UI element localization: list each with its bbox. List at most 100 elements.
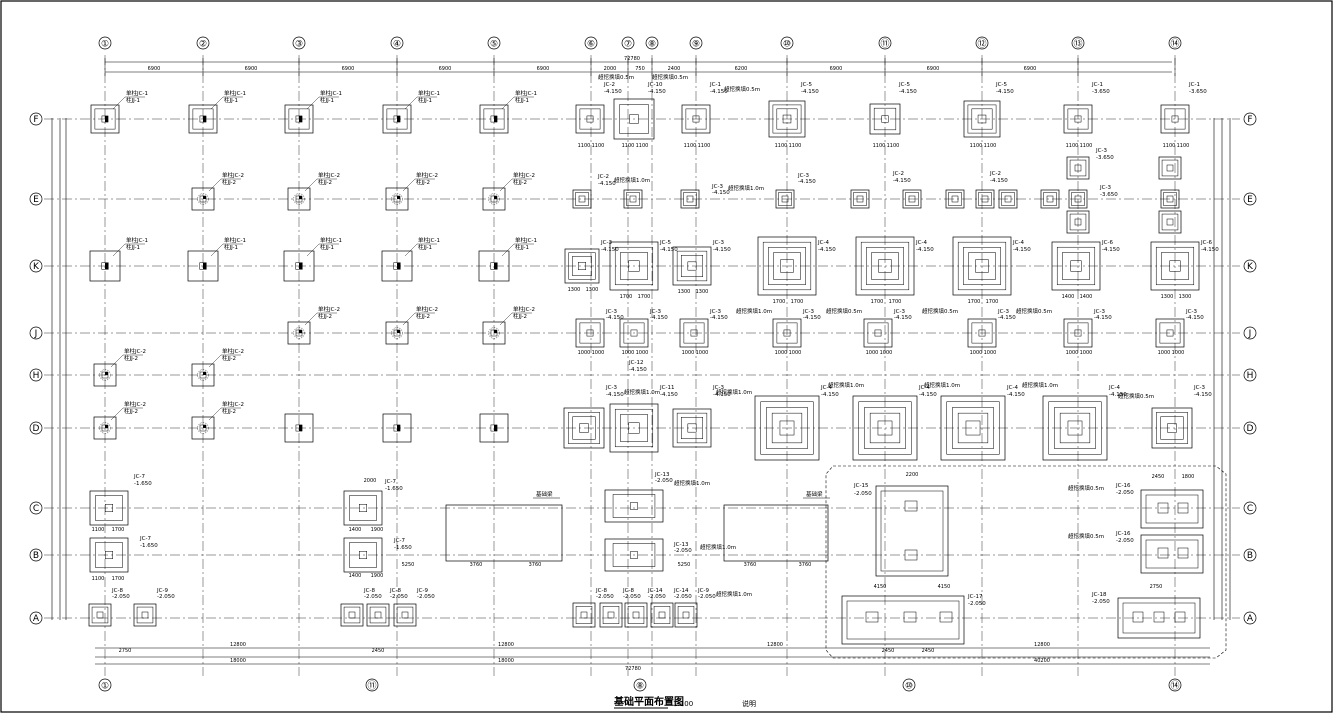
footing-re-1 <box>572 189 592 209</box>
rk-dim-a-2: 1700 <box>620 294 633 300</box>
left-axis-label-2: E <box>33 195 39 205</box>
tag-label-d2-1: 单柱JC-2 <box>124 400 146 408</box>
column-ra-1 <box>580 611 588 619</box>
footing-rc-1 <box>604 489 664 523</box>
top-axis-bubble-13 <box>1071 36 1085 50</box>
rk-tag-2: JC-5 <box>659 240 671 246</box>
column-a-5 <box>401 611 409 619</box>
jc7-elev-1: -1.650 <box>134 481 152 487</box>
re-elev-7: -3.650 <box>1096 155 1114 161</box>
column-re-1 <box>578 195 586 203</box>
re-tag-2: JC-3 <box>711 184 723 190</box>
footing-rd-1 <box>563 407 605 449</box>
jc17-dim-b: 4150 <box>938 584 951 590</box>
beam-label-left: 基础梁 <box>536 490 553 498</box>
tag-label-k-3: 单柱JC-1 <box>320 236 342 244</box>
jc7-tag-2: JC-7 <box>139 536 151 542</box>
ra-tag-3: JC-14 <box>647 588 663 594</box>
footing-rj-6 <box>967 318 997 348</box>
rf-elev-8: -3.650 <box>1189 89 1207 95</box>
left-axis-label-6: D <box>33 424 40 434</box>
left-axis-bubble-5 <box>29 368 43 382</box>
rk-tag-1: JC-3 <box>600 240 612 246</box>
right-axis-bubble-4 <box>1243 326 1257 340</box>
footing-rf-7 <box>1063 104 1093 134</box>
a-tag-1: JC-8 <box>111 588 123 594</box>
rf-dim-a-8: 1100 <box>1163 143 1176 149</box>
rj-dim-b-6: 1000 <box>984 350 997 356</box>
footing-rf-2 <box>613 98 655 140</box>
top-axis-label-7: ⑦ <box>624 40 632 50</box>
rc-1-tag: JC-13 <box>654 472 670 478</box>
rj-tag-1: JC-3 <box>605 309 617 315</box>
tag-sub-f-1: 柱JJ-1 <box>126 96 140 104</box>
rd-tag-7: JC-4 <box>1108 385 1120 391</box>
column-ra-2 <box>607 611 615 619</box>
footing-jc16-lower: JC-16 -2.050 超挖换填0.5m <box>1068 531 1204 574</box>
column-ra-4 <box>658 611 666 619</box>
column-rj-5 <box>874 329 882 337</box>
right-axis-bubble-2 <box>1243 192 1257 206</box>
top-axis-bubble-1 <box>98 36 112 50</box>
rd-deep-1: 超挖换填1.0m <box>624 388 660 396</box>
jc16-deep-a: 超挖换填0.5m <box>1068 484 1104 492</box>
rj-elev-5: -4.150 <box>894 315 912 321</box>
top-span-dim-10: 6900 <box>830 66 843 72</box>
bottom-span-dim-4: 12800 <box>1034 642 1050 648</box>
footing-b-2 <box>343 537 383 573</box>
rj-dim-a-5: 1000 <box>866 350 879 356</box>
jc16-elev-b: -2.050 <box>1116 538 1134 544</box>
column-b-1 <box>105 551 113 559</box>
b2-dim-a: 1400 <box>349 573 362 579</box>
column-c-1 <box>105 504 113 512</box>
rj-jc12: JC-12 <box>628 360 643 366</box>
footing-re-15 <box>1066 210 1090 234</box>
re-elev-2: -4.150 <box>712 190 730 196</box>
rk-dim-b-2: 1700 <box>638 294 651 300</box>
beam-dim-f: 5250 <box>678 562 691 568</box>
a-tag-5: JC-9 <box>416 588 428 594</box>
right-axis-label-1: F <box>1247 115 1252 125</box>
rk-tag-4: JC-4 <box>817 240 829 246</box>
column-a-2 <box>141 611 149 619</box>
top-axis-bubble-8 <box>645 36 659 50</box>
rk-dim-b-3: 1300 <box>696 289 709 295</box>
rd-elev-5: -4.150 <box>919 392 937 398</box>
rf-deep-1: 超挖换填0.5m <box>598 73 634 81</box>
bottom-axis-label-5: ⑭ <box>1170 681 1179 692</box>
jc17-label: JC-17 <box>967 594 983 600</box>
tag-sub-f-5: 柱JJ-1 <box>515 96 529 104</box>
rk-dim-a-6: 1700 <box>968 299 981 305</box>
top-axis-bubble-14 <box>1168 36 1182 50</box>
footing-j-5 <box>482 321 506 345</box>
rf-deep-3: 超挖换填0.5m <box>724 85 760 93</box>
tag-sub-h-1: 柱JJ-2 <box>124 354 138 362</box>
footing-f-1 <box>90 104 120 134</box>
re-tag-5: JC-2 <box>989 171 1001 177</box>
column-rk-8 <box>1169 260 1181 272</box>
bottom-span-dim-1: 12800 <box>230 642 246 648</box>
rj-dim-a-8: 1000 <box>1158 350 1171 356</box>
rj-elev-8: -4.150 <box>1186 315 1204 321</box>
column-rd-2 <box>628 422 640 434</box>
column-rk-4 <box>780 259 794 273</box>
footing-re-2 <box>623 189 643 209</box>
footing-re-12 <box>1160 189 1180 209</box>
grid-lines <box>44 55 1240 676</box>
jc7-tag-3: JC-7 <box>384 479 396 485</box>
a-elev-2: -2.050 <box>157 594 175 600</box>
b1-dim-a: 1100 <box>92 576 105 582</box>
rf-elev-3: -4.150 <box>710 89 728 95</box>
rj-dim-b-4: 1000 <box>789 350 802 356</box>
tag-sub-k-4: 柱JJ-1 <box>418 243 432 251</box>
top-axis-label-12: ⑫ <box>977 39 986 50</box>
footing-rf-6 <box>963 100 1001 138</box>
rk-dim-b-4: 1700 <box>791 299 804 305</box>
